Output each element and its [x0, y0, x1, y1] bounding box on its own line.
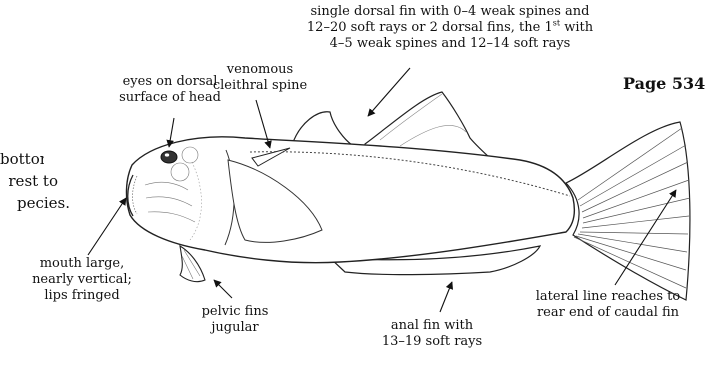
- side-text-line-2: rest to: [0, 170, 58, 192]
- label-anal-fin: anal fin with 13–19 soft rays: [357, 318, 507, 350]
- arrow-anal: [440, 282, 452, 312]
- arrow-pelvic: [214, 280, 232, 298]
- eye-icon: [161, 151, 177, 163]
- label-cleithral-spine: venomous cleithral spine: [190, 62, 330, 94]
- label-pelvic-fins: pelvic fins jugular: [180, 304, 290, 336]
- side-text-line-3: pecies.: [0, 192, 70, 214]
- side-text-line-1: bottom: [0, 148, 44, 170]
- fish-body: [126, 137, 574, 263]
- first-dorsal-fin: [292, 112, 352, 145]
- label-lateral-line: lateral line reaches to rear end of caud…: [518, 289, 698, 321]
- label-dorsal-fin: single dorsal fin with 0–4 weak spines a…: [300, 4, 600, 52]
- label-mouth: mouth large, nearly vertical; lips fring…: [14, 256, 150, 304]
- page-number: Page 534: [623, 74, 705, 93]
- arrow-mouth: [88, 198, 126, 255]
- arrow-dorsal: [368, 68, 410, 116]
